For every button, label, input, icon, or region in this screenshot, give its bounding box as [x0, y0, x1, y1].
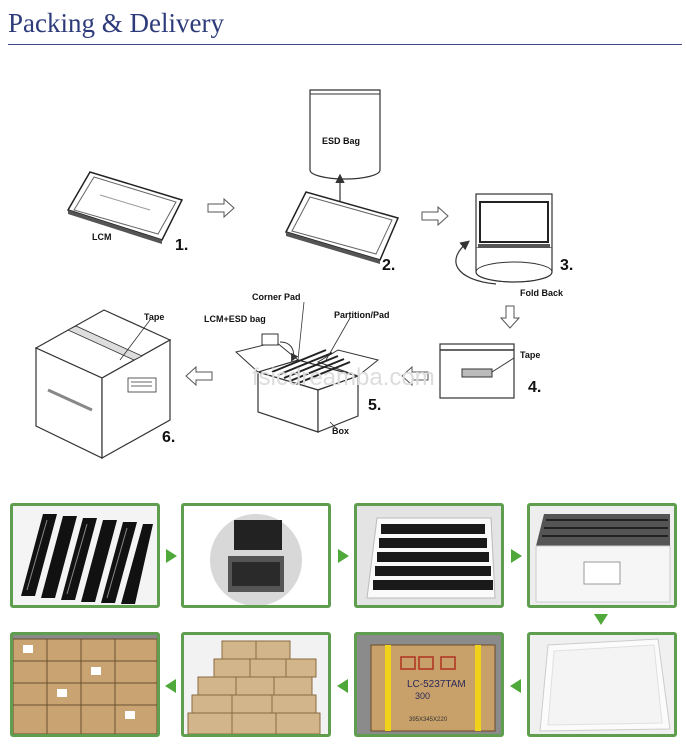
photo-foam-box [527, 632, 677, 737]
arrow-right-green-2 [338, 549, 349, 563]
carton-label-model: LC-5237TAM [407, 679, 466, 690]
sealed-carton-step6 [34, 309, 172, 460]
arrow-right-1 [207, 197, 235, 219]
esd-bag [309, 89, 381, 180]
tape-label-step6: Tape [144, 312, 164, 322]
watermark: fsicdreamba.com [252, 364, 435, 391]
arrow-left-2 [185, 365, 213, 387]
arrow-down-1 [499, 305, 521, 329]
corner-pad-label: Corner Pad [252, 292, 301, 302]
photo-tray-in-foam-box [527, 503, 677, 608]
lcm-panel-step1 [66, 171, 184, 244]
step-4: 4. [528, 379, 541, 396]
photo-cartons-stacked [181, 632, 331, 737]
arrow-right-green-1 [166, 549, 177, 563]
step-2: 2. [382, 257, 395, 274]
arrow-left-green-3 [165, 679, 176, 693]
arrow-right-green-3 [511, 549, 522, 563]
page-title: Packing & Delivery [8, 8, 224, 38]
box-label: Box [332, 426, 349, 436]
photo-display-in-esd-bag [181, 503, 331, 608]
arrow-down-green [594, 614, 608, 625]
arrow-left-1 [401, 365, 429, 387]
bagged-lcm-step3 [455, 193, 553, 285]
title-divider [8, 44, 682, 45]
taped-bag-step4 [439, 343, 515, 399]
tape-label-step4: Tape [520, 350, 540, 360]
open-box-step5 [234, 301, 380, 433]
esd-bag-label: ESD Bag [322, 136, 360, 146]
step-6: 6. [162, 429, 175, 446]
lcm-label: LCM [92, 232, 112, 242]
arrow-left-green-1 [510, 679, 521, 693]
lcm-panel-step2 [284, 191, 400, 264]
fold-back-label: Fold Back [520, 288, 564, 298]
partition-pad-label: Partition/Pad [334, 310, 390, 320]
photo-cartons-warehouse [10, 632, 160, 737]
carton-label-dims: 395X345X220 [409, 717, 448, 723]
photo-displays-in-tray [354, 503, 504, 608]
step-3: 3. [560, 257, 573, 274]
photo-displays-stacked [10, 503, 160, 608]
step-5: 5. [368, 397, 381, 414]
packing-diagram: LCM 1. ESD Bag 2. Fold Back 3. [34, 89, 573, 460]
arrow-left-green-2 [337, 679, 348, 693]
photo-carton-labeled: LC-5237TAM 300 395X345X220 [354, 632, 504, 737]
carton-label-qty: 300 [415, 691, 430, 701]
step-1: 1. [175, 237, 188, 254]
lcm-esd-bag-label: LCM+ESD bag [204, 314, 266, 324]
arrow-right-2 [421, 205, 449, 227]
